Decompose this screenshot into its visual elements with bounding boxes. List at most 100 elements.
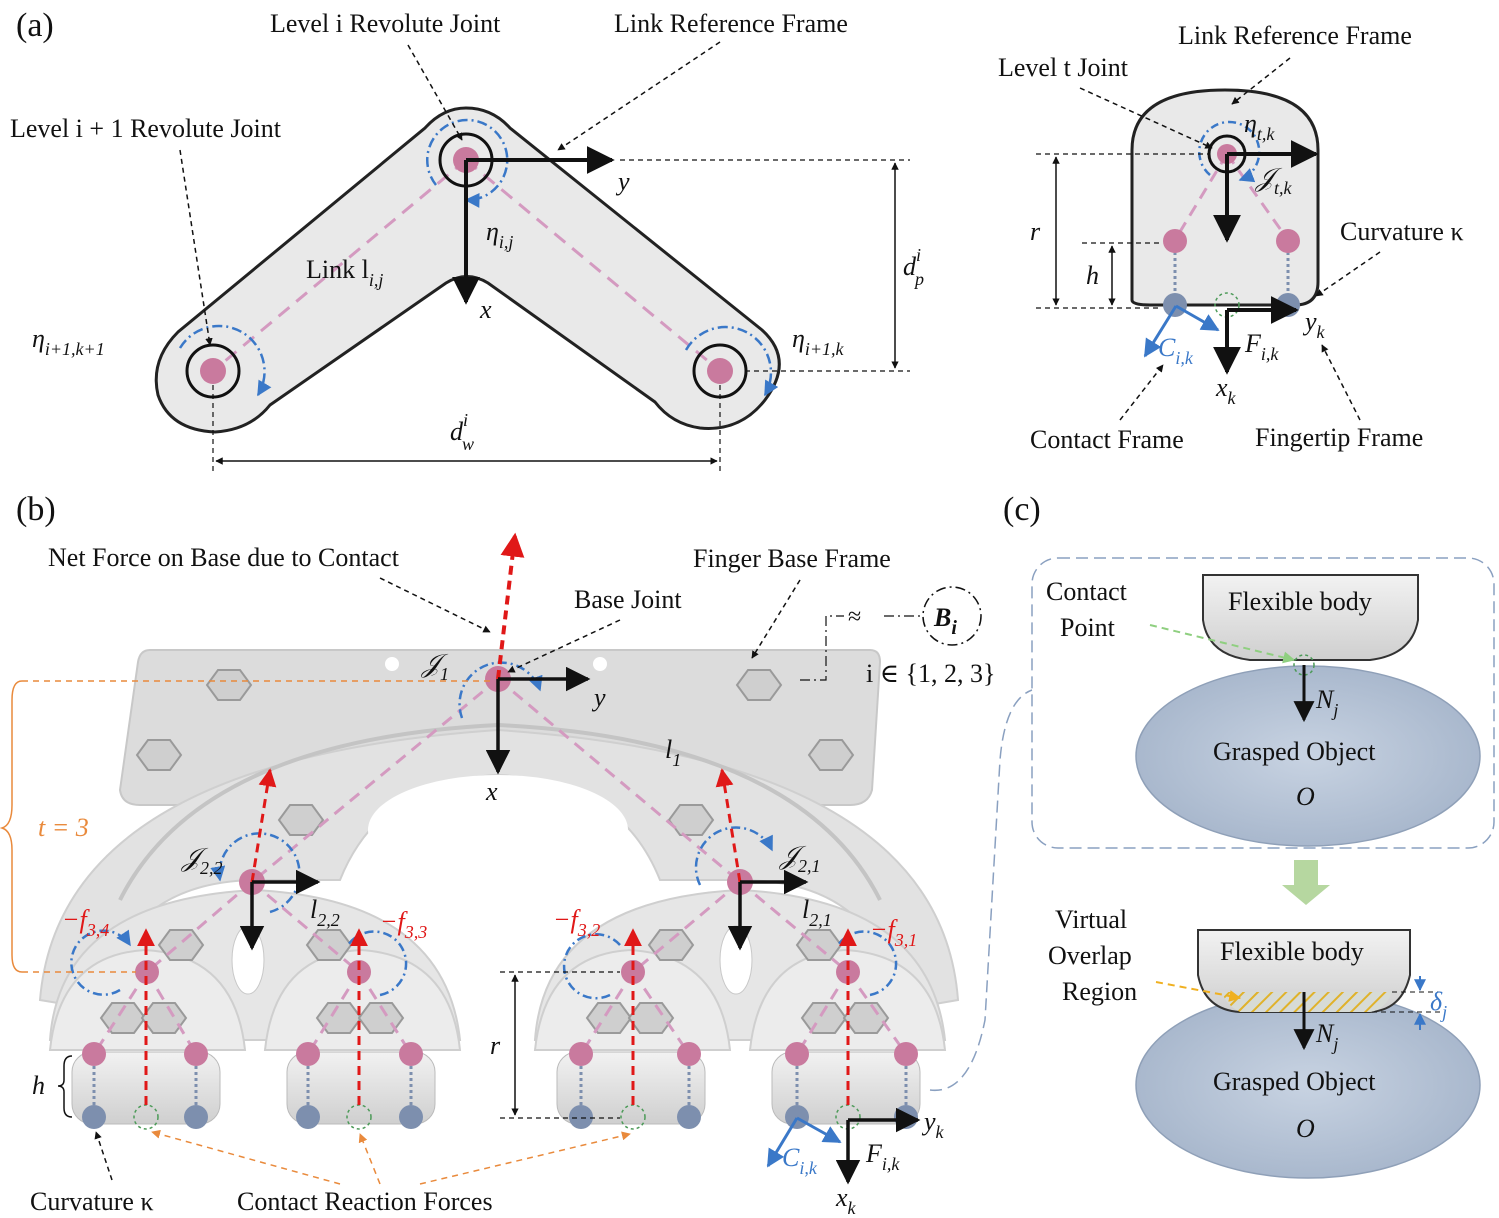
f32-label: −f3,2 bbox=[553, 905, 600, 940]
f31-label: −f3,1 bbox=[870, 915, 917, 950]
connector-to-c bbox=[929, 689, 1033, 1091]
l1-label: l1 bbox=[665, 735, 681, 770]
overlap-region bbox=[1222, 992, 1392, 1012]
tip-link-ref-frame-label: Link Reference Frame bbox=[1178, 21, 1412, 50]
contact-reaction-leaders bbox=[151, 1129, 631, 1185]
i-set-label: i ∈ {1, 2, 3} bbox=[866, 659, 995, 688]
l21-label: l2,1 bbox=[802, 895, 832, 930]
b-C-label: Ci,k bbox=[782, 1143, 818, 1178]
tip-curvature-label: Curvature κ bbox=[1340, 217, 1464, 246]
b-xk-label: xk bbox=[835, 1183, 857, 1218]
grasped-1-label: Grasped Object bbox=[1213, 737, 1376, 766]
link-lij-label: Link li,j bbox=[306, 255, 383, 290]
tip-joint-right bbox=[1276, 229, 1300, 253]
tip-F-label: Fi,k bbox=[1244, 329, 1279, 364]
leader-level-i1 bbox=[179, 149, 213, 346]
tip-dotted-b bbox=[92, 1066, 908, 1106]
flex-body-1-label: Flexible body bbox=[1228, 587, 1372, 616]
squiggle: ≈ bbox=[848, 604, 861, 630]
base-hole-left bbox=[385, 657, 399, 671]
O2-label: O bbox=[1296, 1114, 1315, 1143]
tip-C-label: Ci,k bbox=[1158, 333, 1194, 368]
tip-contact-right bbox=[1276, 293, 1300, 317]
rotation-arc-left bbox=[178, 324, 272, 397]
B-circle bbox=[922, 586, 982, 646]
link-ref-frame-label-a: Link Reference Frame bbox=[614, 9, 848, 38]
b-r-label: r bbox=[490, 1031, 501, 1060]
down-arrow-c bbox=[1282, 860, 1330, 905]
panel-label-b: (b) bbox=[16, 491, 56, 528]
leader-tip-curvature bbox=[1315, 251, 1381, 297]
object-1 bbox=[1135, 665, 1481, 847]
b-x-label: x bbox=[485, 777, 498, 806]
contact-reaction-label: Contact Reaction Forces bbox=[237, 1187, 493, 1216]
contact-point-marker bbox=[1293, 654, 1315, 676]
rotation-arc-right bbox=[684, 325, 779, 397]
b-yk-label: yk bbox=[921, 1107, 945, 1142]
panel-label-c: (c) bbox=[1003, 491, 1041, 528]
axis-label-y-a: y bbox=[615, 167, 630, 196]
contact-point-label-2: Point bbox=[1060, 613, 1116, 642]
eta-right-label: ηi+1,k bbox=[792, 324, 845, 359]
tip-r-label: r bbox=[1030, 217, 1041, 246]
link-dashed-right bbox=[465, 158, 721, 373]
force-arrows-b bbox=[137, 532, 857, 1105]
base-hole-right bbox=[593, 657, 607, 671]
link-dashed-left bbox=[212, 158, 467, 373]
tip-contact-left bbox=[1163, 293, 1187, 317]
contact-point-leader bbox=[1149, 624, 1296, 664]
rotation-arc-top bbox=[426, 118, 509, 208]
panel-b: t = 3 r h Net Force on Base due to Conta… bbox=[0, 532, 1033, 1218]
O1-label: O bbox=[1296, 782, 1315, 811]
N2-label: Nj bbox=[1315, 1019, 1338, 1054]
tip-rotation-arc bbox=[1198, 120, 1261, 183]
panel-label-a: (a) bbox=[16, 7, 54, 44]
overlap-label-3: Region bbox=[1062, 977, 1137, 1006]
level-i-joint-label: Level i Revolute Joint bbox=[270, 9, 501, 38]
leader-fingertip-frame bbox=[1321, 344, 1361, 421]
panel-a: y x Level i Revolute Joint Link Referenc… bbox=[10, 9, 924, 475]
tip-joint-left bbox=[1163, 229, 1187, 253]
b-F-label: Fi,k bbox=[865, 1139, 900, 1174]
flex-body-2-label: Flexible body bbox=[1220, 937, 1364, 966]
J21-label: 𝒥2,1 bbox=[778, 841, 820, 876]
axis-label-x-a: x bbox=[479, 295, 492, 324]
leader-contact-frame bbox=[1119, 364, 1164, 421]
leader-b-curvature bbox=[94, 1131, 113, 1181]
tip-link-right bbox=[1225, 153, 1290, 241]
tip-link-left bbox=[1173, 153, 1229, 241]
slot-right bbox=[719, 925, 753, 995]
net-force-label: Net Force on Base due to Contact bbox=[48, 543, 400, 572]
tip-xk-label: xk bbox=[1215, 373, 1237, 408]
t3-label: t = 3 bbox=[38, 813, 89, 842]
contact-arrow-b2 bbox=[766, 1117, 799, 1168]
link-dashes-b bbox=[92, 677, 908, 1055]
flex-body-1 bbox=[1202, 574, 1419, 661]
finger-base-frame-label: Finger Base Frame bbox=[693, 544, 891, 573]
b-h-label: h bbox=[32, 1071, 45, 1100]
level-i1-joint-label: Level i + 1 Revolute Joint bbox=[10, 114, 282, 143]
N1-label: Nj bbox=[1315, 685, 1338, 720]
contact-frame-arrow-1 bbox=[1175, 304, 1220, 332]
tips-b bbox=[82, 1105, 918, 1129]
contact-point-label-1: Contact bbox=[1046, 577, 1128, 606]
level-t-joint-label: Level t Joint bbox=[998, 53, 1129, 82]
contact-frame-arrow-2 bbox=[1143, 305, 1178, 358]
eta-tk-label: ηt,k bbox=[1244, 109, 1275, 144]
leader-finger-base bbox=[751, 579, 801, 659]
tip-pad-4 bbox=[771, 1051, 921, 1125]
tip-h-label: h bbox=[1086, 261, 1099, 290]
contact-arrow-b1 bbox=[796, 1116, 842, 1144]
eta-ij-label: ηi,j bbox=[486, 217, 513, 252]
overlap-label-1: Virtual bbox=[1055, 905, 1127, 934]
joint-left bbox=[200, 358, 226, 384]
panel-c: Flexible body Contact Point Nj Grasped O… bbox=[1031, 557, 1495, 1179]
slot-left bbox=[231, 925, 265, 995]
tip-pad-2 bbox=[286, 1051, 436, 1125]
grasped-2-label: Grasped Object bbox=[1213, 1067, 1376, 1096]
fingertip-frame-label: Fingertip Frame bbox=[1255, 423, 1423, 452]
base-joint-label: Base Joint bbox=[574, 585, 682, 614]
